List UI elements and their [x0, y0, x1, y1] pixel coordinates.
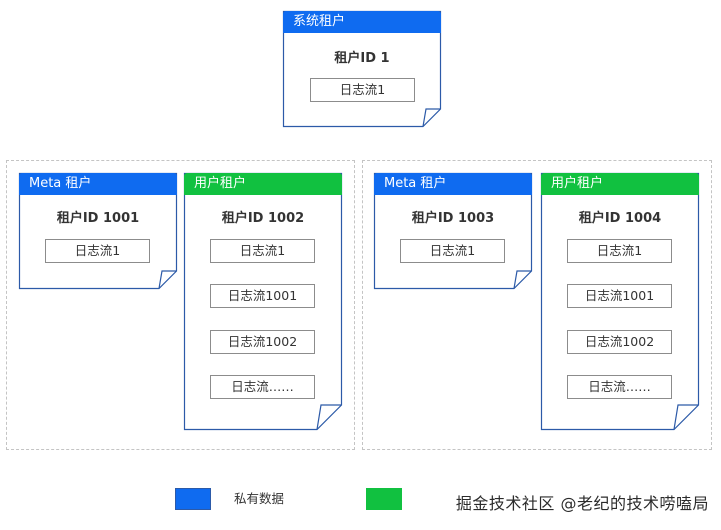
user-1004-stream-more: 日志流……	[567, 375, 672, 399]
user-tenant-header-1002: 用户租户	[184, 173, 342, 195]
legend-private-label: 私有数据	[234, 491, 285, 506]
legend-private-swatch	[175, 488, 211, 510]
user-1002-stream-1002: 日志流1002	[210, 330, 315, 354]
tenant-group-right	[362, 160, 712, 450]
user-tenant-card-1002: 用户租户 租户ID 1002 日志流1 日志流1001 日志流1002 日志流……	[183, 172, 343, 431]
user-1002-stream-1: 日志流1	[210, 239, 315, 263]
system-tenant-card: 系统租户 租户ID 1 日志流1	[282, 10, 442, 128]
system-tenant-header: 系统租户	[283, 11, 441, 33]
legend-shared-swatch	[366, 488, 402, 510]
tenant-group-left	[6, 160, 355, 450]
meta-tenant-card-1001: Meta 租户 租户ID 1001 日志流1	[18, 172, 178, 290]
meta-tenant-id-1003: 租户ID 1003	[411, 211, 495, 226]
system-tenant-id: 租户ID 1	[334, 51, 390, 66]
meta-tenant-header-1001: Meta 租户	[19, 173, 177, 195]
meta-tenant-card-1003: Meta 租户 租户ID 1003 日志流1	[373, 172, 533, 290]
meta-tenant-id-1001: 租户ID 1001	[56, 211, 140, 226]
user-1004-stream-1002: 日志流1002	[567, 330, 672, 354]
system-stream-1: 日志流1	[310, 78, 415, 102]
user-tenant-id-1004: 租户ID 1004	[578, 211, 662, 226]
user-tenant-card-1004: 用户租户 租户ID 1004 日志流1 日志流1001 日志流1002 日志流……	[540, 172, 700, 431]
user-tenant-header-1004: 用户租户	[541, 173, 699, 195]
legend-shared-label: 掘金技术社区 @老纪的技术唠嗑局	[455, 494, 709, 513]
user-1004-stream-1: 日志流1	[567, 239, 672, 263]
meta-1003-stream-1: 日志流1	[400, 239, 505, 263]
user-tenant-id-1002: 租户ID 1002	[221, 211, 305, 226]
user-1004-stream-1001: 日志流1001	[567, 284, 672, 308]
meta-tenant-header-1003: Meta 租户	[374, 173, 532, 195]
user-1002-stream-more: 日志流……	[210, 375, 315, 399]
meta-1001-stream-1: 日志流1	[45, 239, 150, 263]
user-1002-stream-1001: 日志流1001	[210, 284, 315, 308]
